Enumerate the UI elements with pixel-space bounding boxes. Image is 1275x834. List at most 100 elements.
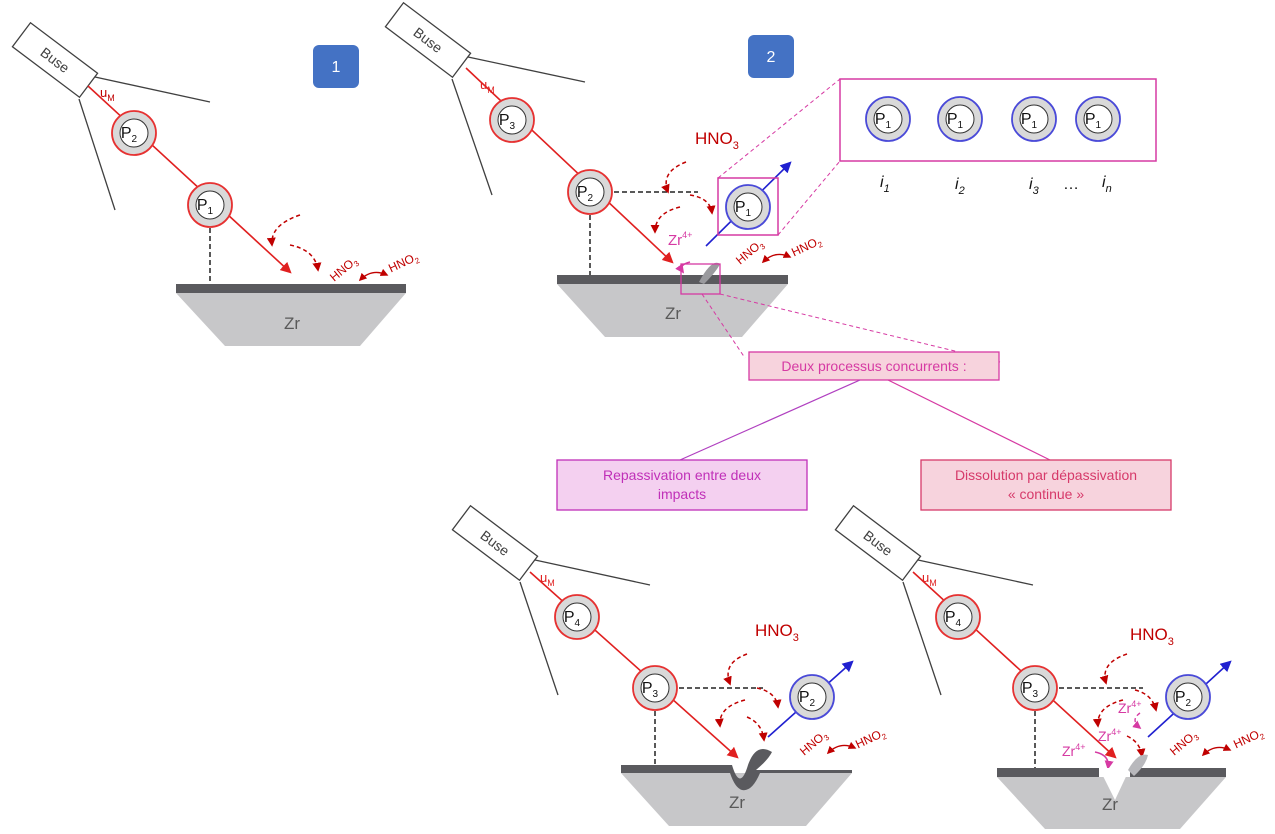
velocity-label: uM — [540, 570, 555, 588]
redox-arrow — [826, 741, 857, 755]
nitrous-label: HNO2 — [386, 249, 421, 277]
competing-label: Deux processus concurrents : — [781, 358, 966, 374]
nozzle: Buse — [451, 504, 651, 696]
zoom-line — [719, 293, 1001, 363]
svg-text:P1: P1 — [1085, 111, 1102, 131]
impact-index-1: i1 — [880, 174, 890, 195]
nozzle: Buse — [11, 21, 211, 211]
svg-text:P1: P1 — [735, 199, 752, 219]
impact-index-n: in — [1102, 174, 1112, 195]
nitrous-label: HNO2 — [853, 725, 888, 753]
substrate-label: Zr — [284, 314, 300, 333]
acid-arrow — [661, 161, 687, 194]
dissolution-box — [920, 459, 1172, 511]
substrate-surface — [997, 768, 1099, 777]
competing-processes: Deux processus concurrents : Repassivati… — [556, 351, 1172, 511]
acid-arrow — [689, 194, 716, 215]
particle-p4: P4 — [935, 594, 981, 640]
svg-text:P2: P2 — [1175, 689, 1192, 709]
zr-ion-label: Zr4+ — [668, 230, 692, 249]
particle-p2: P2 — [111, 110, 157, 156]
competing-box — [748, 351, 1000, 381]
substrate — [557, 284, 788, 337]
acid-label: HNO3 — [733, 236, 768, 269]
svg-text:P1: P1 — [1021, 111, 1038, 131]
substrate-surface — [176, 284, 406, 293]
impact-particle: P1 — [1011, 96, 1057, 142]
acid-arrow — [650, 206, 681, 234]
nitrous-label: HNO2 — [789, 233, 824, 261]
particle-p4: P4 — [554, 594, 600, 640]
zoom-box-surface — [680, 263, 721, 295]
svg-text:P4: P4 — [564, 609, 581, 629]
particle-p1-rebound: P1 — [725, 184, 771, 230]
velocity-label: uM — [100, 85, 115, 103]
zr-ion-label: Zr4+ — [1098, 727, 1121, 744]
repassivated-surface — [621, 748, 852, 791]
acid-arrow — [1126, 735, 1146, 758]
svg-text:P2: P2 — [799, 689, 816, 709]
nitrous-label: HNO2 — [1231, 725, 1266, 753]
impact-particle: P1 — [865, 96, 911, 142]
nozzle: Buse — [834, 504, 1034, 696]
acid-arrow — [714, 699, 746, 728]
substrate-label: Zr — [665, 304, 681, 323]
zr-ion-arrow — [1094, 751, 1114, 770]
substrate-surface — [557, 275, 788, 284]
zr-ion-label: Zr4+ — [1062, 742, 1085, 759]
dissolution-label-line1: Dissolution par dépassivation — [955, 467, 1137, 483]
impact-sequence-box: P1 P1 P1 P1 — [839, 78, 1157, 162]
substrate — [176, 293, 406, 346]
svg-text:P3: P3 — [499, 112, 516, 132]
repassivation-label-line2: impacts — [658, 486, 706, 502]
acid-arrow — [1092, 699, 1124, 728]
particle-p1: P1 — [187, 182, 233, 228]
acid-label: HNO3 — [755, 621, 799, 644]
particle-p3: P3 — [489, 97, 535, 143]
panel-2: 2 Buse uM P3 P2 HNO3 — [384, 1, 1157, 363]
step-badge-1 — [313, 45, 359, 88]
impact-ellipsis: … — [1063, 176, 1079, 193]
impact-index-3: i3 — [1029, 176, 1040, 197]
repassivation-label-line1: Repassivation entre deux — [603, 467, 761, 483]
particle-p3: P3 — [1012, 665, 1058, 711]
svg-text:P3: P3 — [1022, 680, 1039, 700]
trajectory-arrow — [87, 85, 292, 274]
svg-text:P1: P1 — [947, 111, 964, 131]
substrate — [621, 773, 852, 826]
trajectory-arrow — [465, 67, 674, 264]
step-badge-2 — [748, 35, 794, 78]
redox-arrow — [1201, 743, 1232, 757]
zoom-line — [701, 293, 746, 359]
acid-label: HNO3 — [797, 727, 832, 760]
svg-text:P2: P2 — [121, 125, 138, 145]
step-badge-2-label: 2 — [767, 49, 776, 66]
deformed-particle — [699, 262, 720, 284]
zoom-box-particle — [717, 177, 779, 236]
zr-ion-arrow — [1132, 712, 1142, 730]
particle-p3: P3 — [632, 665, 678, 711]
acid-label: HNO3 — [1167, 727, 1202, 760]
branch-line — [887, 379, 1051, 461]
panel-repassivation: Buse uM P4 P3 HNO3 P2 HNO3 — [451, 504, 889, 826]
acid-label: HNO3 — [327, 253, 362, 286]
deformed-particle — [1128, 754, 1148, 776]
svg-text:P1: P1 — [197, 197, 214, 217]
svg-text:P1: P1 — [875, 111, 892, 131]
acid-label: HNO3 — [695, 129, 739, 152]
acid-arrow — [723, 653, 748, 686]
acid-arrow — [289, 244, 322, 272]
acid-label: HNO3 — [1130, 625, 1174, 648]
substrate-surface — [1130, 768, 1226, 777]
substrate-label: Zr — [729, 793, 745, 812]
svg-text:P3: P3 — [642, 680, 659, 700]
particle-p2-rebound: P2 — [789, 674, 835, 720]
step-badge-1-label: 1 — [332, 59, 341, 76]
impact-particle: P1 — [937, 96, 983, 142]
zr-ion-arrow — [675, 261, 691, 274]
particle-p2: P2 — [567, 169, 613, 215]
panel-dissolution: Buse uM P4 P3 HNO3 P2 — [834, 504, 1267, 829]
acid-arrow — [266, 214, 301, 247]
substrate-label: Zr — [1102, 795, 1118, 814]
redox-arrow — [358, 268, 389, 282]
